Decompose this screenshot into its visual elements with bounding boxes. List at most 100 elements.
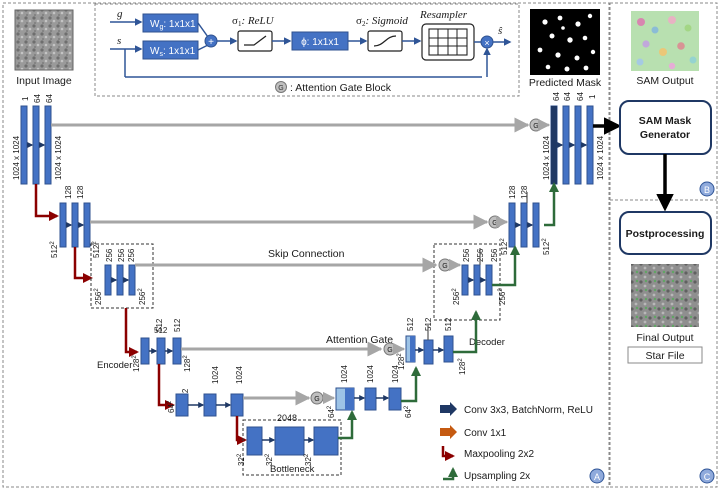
input-image [14,9,74,71]
sam-output-label: SAM Output [636,75,693,87]
svg-text:64: 64 [576,92,585,101]
svg-text:1024: 1024 [235,366,244,384]
svg-text:256: 256 [127,248,136,262]
panel-right [609,2,718,488]
ag-relu-box [237,30,273,52]
encoder-label: Encoder [97,360,132,371]
svg-text:SAM Mask: SAM Mask [639,115,692,127]
svg-text:Maxpooling 2x2: Maxpooling 2x2 [464,449,534,460]
svg-text:B: B [704,185,710,195]
svg-text:Wg: 1x1x1: Wg: 1x1x1 [150,19,196,31]
svg-text:2562: 2562 [498,288,507,305]
svg-text:Upsampling 2x: Upsampling 2x [464,471,530,482]
panel-main [2,2,610,488]
svg-text:64: 64 [563,92,572,101]
input-image-label: Input Image [16,75,72,87]
predicted-mask-label: Predicted Mask [529,77,602,89]
panel-badge-c [699,468,715,484]
svg-text:256: 256 [105,248,114,262]
svg-text:128: 128 [508,185,517,199]
svg-text:1024 x 1024: 1024 x 1024 [596,135,605,180]
svg-text:2562: 2562 [452,288,461,305]
svg-text:1: 1 [21,96,30,101]
svg-text:512: 512 [444,317,453,331]
svg-text:σ1: ReLU: σ1: ReLU [232,15,275,28]
skip-connection-label: Skip Connection [268,248,345,260]
svg-text:1024: 1024 [391,365,400,383]
svg-text:G: G [314,396,319,403]
svg-text:128: 128 [520,185,529,199]
svg-text:2048: 2048 [277,413,297,423]
svg-text:Generator: Generator [640,129,690,141]
final-output-label: Final Output [636,332,693,344]
svg-text:C: C [704,472,711,482]
svg-text:ŝ: ŝ [498,25,503,37]
decoder-label: Decoder [469,337,505,348]
svg-text:128: 128 [76,185,85,199]
panel-badge-b [699,181,715,197]
svg-text:64: 64 [33,94,42,103]
svg-text:512: 512 [155,318,164,332]
svg-text:1282: 1282 [132,355,141,372]
svg-text:1: 1 [588,94,597,99]
bottleneck-label: Bottleneck [270,464,315,475]
svg-text:5122: 5122 [542,238,551,255]
svg-text:1282: 1282 [183,355,192,372]
svg-text:256: 256 [490,248,499,262]
svg-text:256: 256 [117,248,126,262]
svg-text:5122: 5122 [50,241,59,258]
svg-text:G: G [492,220,497,227]
final-output-image [631,264,699,327]
ag-legend-g-icon [275,81,287,93]
svg-text:1024 x 1024: 1024 x 1024 [12,135,21,180]
svg-text:1024: 1024 [366,365,375,383]
svg-text:512: 512 [406,317,415,331]
svg-text:1282: 1282 [458,358,467,375]
svg-text:×: × [484,38,489,48]
svg-text:Conv 1x1: Conv 1x1 [464,428,507,439]
svg-text:2562: 2562 [94,288,103,305]
svg-text:G: G [278,85,283,92]
svg-text:642: 642 [327,405,336,418]
svg-text:ϕ: 1x1x1: ϕ: 1x1x1 [301,37,339,48]
svg-text:Ws: 1x1x1: Ws: 1x1x1 [150,46,196,58]
svg-text:322: 322 [237,453,246,466]
ag-input-g: g [117,8,123,20]
svg-text:+: + [208,37,214,48]
ag-input-s: s [117,35,121,47]
svg-text:642: 642 [167,400,176,413]
svg-text:1024 x 1024: 1024 x 1024 [542,135,551,180]
svg-text:512: 512 [173,318,182,332]
star-file-box [627,346,703,364]
svg-text:A: A [594,472,600,482]
svg-text:2562: 2562 [138,288,147,305]
panel-badge-a [589,468,605,484]
svg-text:64: 64 [552,92,561,101]
svg-text:G: G [442,263,447,270]
svg-text:5122: 5122 [500,238,509,255]
svg-text:512: 512 [154,326,168,335]
svg-text:512: 512 [424,317,433,331]
svg-text:322: 322 [265,453,274,466]
ag-legend-text: : Attention Gate Block [290,82,392,94]
svg-text:G: G [533,123,538,130]
svg-text:128: 128 [64,185,73,199]
svg-text:1024 x 1024: 1024 x 1024 [54,135,63,180]
svg-text:256: 256 [462,248,471,262]
svg-text:1024: 1024 [340,365,349,383]
attention-gate-label: Attention Gate [326,334,393,346]
postprocessing-box [619,211,712,255]
predicted-mask [530,9,600,75]
svg-text:Conv 3x3, BatchNorm, ReLU: Conv 3x3, BatchNorm, ReLU [464,405,593,416]
svg-text:Postprocessing: Postprocessing [626,228,705,240]
legend: Conv 3x3, BatchNorm, ReLU Conv 1x1 Maxpo… [440,402,593,482]
svg-text:σ2: Sigmoid: σ2: Sigmoid [356,15,408,28]
svg-text:642: 642 [404,405,413,418]
svg-text:64: 64 [45,94,54,103]
svg-text:Resampler: Resampler [419,9,468,21]
sam-generator-box [619,100,712,155]
svg-text:1024: 1024 [211,366,220,384]
svg-text:322: 322 [304,453,313,466]
svg-text:G: G [387,347,392,354]
